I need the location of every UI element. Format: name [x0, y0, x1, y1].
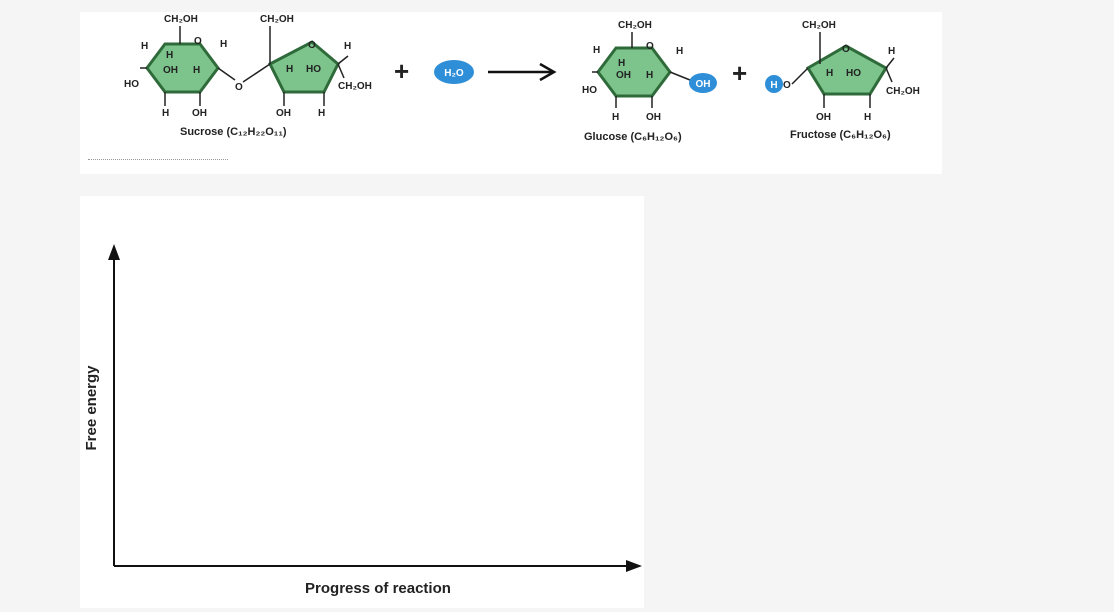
atom-h: H	[618, 58, 625, 69]
glucose-ring: CH₂OH H H OH H O H HO H OH	[582, 20, 691, 123]
atom-oh: OH	[276, 108, 291, 119]
atom-ho: HO	[306, 64, 321, 75]
reaction-diagram: CH₂OH H H OH H H O HO H OH O CH₂OH O H H…	[80, 12, 942, 174]
y-axis	[108, 244, 120, 566]
atom-h: H	[826, 68, 833, 79]
sucrose-glucose-ring: CH₂OH H H OH H H O HO H OH	[124, 14, 236, 119]
glucose-new-oh: OH	[696, 79, 711, 90]
atom-ch2oh: CH₂OH	[338, 81, 372, 92]
atom-ho: HO	[124, 79, 139, 90]
fructose-new-h: H	[770, 80, 777, 91]
atom-oh: OH	[192, 108, 207, 119]
atom-o: O	[194, 36, 202, 47]
atom-h: H	[141, 41, 148, 52]
atom-h: H	[166, 50, 173, 61]
glucose-caption: Glucose (C₆H₁₂O₆)	[584, 131, 682, 143]
sucrose-caption: Sucrose (C₁₂H₂₂O₁₁)	[180, 126, 287, 138]
atom-ho: HO	[846, 68, 861, 79]
sucrose-fructose-ring: CH₂OH O H HO H CH₂OH OH H	[242, 14, 372, 119]
copyright-line	[88, 159, 228, 163]
fructose-ring: CH₂OH O H HO H CH₂OH OH H	[791, 20, 920, 123]
atom-ho: HO	[582, 85, 597, 96]
atom-h: H	[864, 112, 871, 123]
glucose-ch2oh: CH₂OH	[618, 20, 652, 31]
atom-h: H	[676, 46, 683, 57]
water-molecule-bubble	[434, 60, 474, 84]
atom-oh: OH	[646, 112, 661, 123]
atom-o: O	[783, 80, 791, 91]
fructose-ch2oh: CH₂OH	[802, 20, 836, 31]
sucrose-ch2oh-1: CH₂OH	[164, 14, 198, 25]
atom-h: H	[193, 65, 200, 76]
atom-o: O	[646, 41, 654, 52]
x-axis-label: Progress of reaction	[305, 580, 451, 597]
atom-oh: OH	[816, 112, 831, 123]
atom-h: H	[162, 108, 169, 119]
sucrose-ch2oh-2: CH₂OH	[260, 14, 294, 25]
plus-sign-2: +	[732, 58, 747, 88]
reaction-arrow	[488, 62, 557, 82]
atom-o: O	[842, 44, 850, 55]
atom-ch2oh: CH₂OH	[886, 86, 920, 97]
x-axis	[114, 560, 642, 572]
atom-h: H	[344, 41, 351, 52]
reaction-svg: CH₂OH H H OH H H O HO H OH O CH₂OH O H H…	[124, 14, 920, 143]
atom-h: H	[888, 46, 895, 57]
water-label: H₂O	[444, 68, 464, 79]
atom-o: O	[308, 40, 316, 51]
atom-h: H	[286, 64, 293, 75]
atom-h: H	[318, 108, 325, 119]
y-axis-label: Free energy	[83, 365, 100, 451]
glycosidic-o: O	[235, 82, 243, 93]
energy-graph-svg: Free energy Progress of reaction	[83, 244, 642, 597]
atom-h: H	[612, 112, 619, 123]
fructose-caption: Fructose (C₆H₁₂O₆)	[790, 129, 891, 141]
energy-graph: Free energy Progress of reaction	[80, 196, 644, 608]
atom-h: H	[220, 39, 227, 50]
plus-sign-1: +	[394, 56, 409, 86]
fructose-new-h-bubble	[765, 75, 783, 93]
atom-h: H	[646, 70, 653, 81]
atom-oh: OH	[616, 70, 631, 81]
glucose-new-oh-bubble	[689, 73, 717, 93]
atom-oh: OH	[163, 65, 178, 76]
atom-h: H	[593, 45, 600, 56]
